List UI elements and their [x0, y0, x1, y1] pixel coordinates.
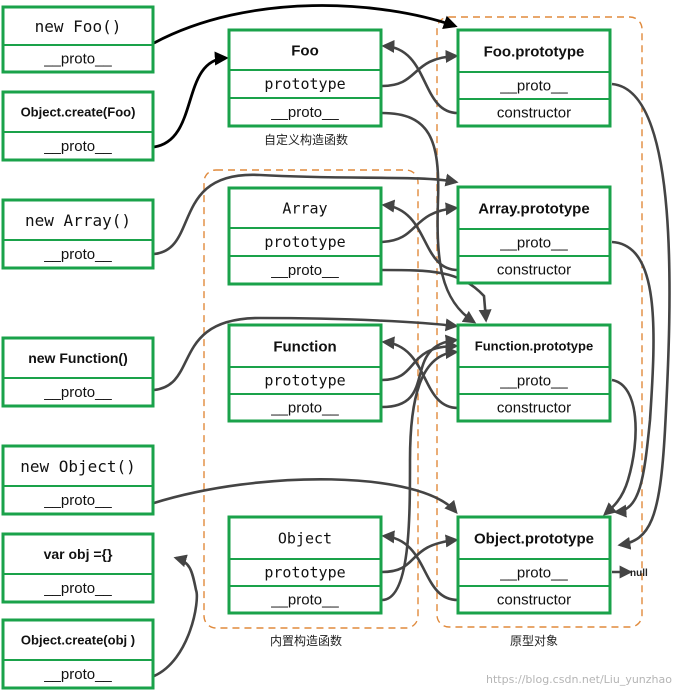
- node-row-proto: __proto__: [499, 373, 568, 390]
- node-title: Object.create(obj ): [21, 633, 135, 648]
- node-title: new Object(): [20, 457, 136, 476]
- node-title: Function.prototype: [475, 339, 593, 354]
- node-box: [456, 28, 612, 128]
- arrow-object-create-obj-to-var-obj: [153, 554, 199, 678]
- node-row-proto: __proto__: [43, 492, 112, 509]
- arrow-foo-prototype-constructor-to-foo: [381, 39, 459, 115]
- node-row-proto: __proto__: [270, 262, 339, 279]
- node-title: Array: [282, 199, 327, 217]
- custom-constructors-label: 自定义构造函数: [264, 132, 348, 147]
- node-row-constructor: constructor: [497, 592, 571, 609]
- node-row-proto: __proto__: [270, 400, 339, 417]
- node-new-object: new Object() __proto__: [1, 444, 155, 516]
- arrow-foo-prototype-to-foo-prototype-obj: [381, 49, 459, 88]
- arrow-foo-prototype-proto-to-object-prototype: [611, 82, 671, 550]
- node-row-proto: __proto__: [43, 580, 112, 597]
- node-object-prototype: Object.prototype __proto__ constructor: [456, 515, 612, 615]
- node-row-proto: __proto__: [43, 666, 112, 683]
- node-box: [1, 444, 155, 516]
- arrow-array-prototype-to-array-prototype-obj: [381, 202, 459, 244]
- node-box: [227, 186, 383, 286]
- arrow-new-array-to-array-prototype: [153, 173, 459, 256]
- node-row-prototype: prototype: [264, 564, 345, 582]
- node-row-proto: __proto__: [43, 51, 112, 68]
- node-new-array: new Array() __proto__: [1, 198, 155, 270]
- node-box: [227, 323, 383, 423]
- node-title: Foo: [291, 42, 319, 59]
- node-row-prototype: prototype: [264, 372, 345, 390]
- node-row-proto: __proto__: [499, 235, 568, 252]
- node-title: Array.prototype: [478, 200, 589, 217]
- node-function: Function prototype __proto__: [227, 323, 383, 423]
- arrow-new-function-to-function-prototype: [153, 316, 459, 392]
- node-box: [1, 618, 155, 690]
- arrow-function-proto-to-function-prototype: [381, 334, 459, 409]
- node-row-proto: __proto__: [43, 138, 112, 155]
- node-box: [227, 515, 383, 615]
- node-title: Foo.prototype: [484, 43, 585, 60]
- node-foo-prototype: Foo.prototype __proto__ constructor: [456, 28, 612, 128]
- arrow-new-foo-to-foo-prototype: [153, 4, 458, 45]
- node-title: new Function(): [28, 350, 128, 366]
- node-row-proto: __proto__: [43, 384, 112, 401]
- builtin-constructors-label: 内置构造函数: [270, 633, 342, 648]
- node-box: [1, 5, 155, 74]
- arrow-function-prototype-to-function-prototype-obj: [381, 339, 459, 382]
- node-title: Object.create(Foo): [21, 105, 136, 120]
- node-row-proto: __proto__: [499, 565, 568, 582]
- arrow-array-prototype-proto-to-object-prototype: [611, 240, 655, 518]
- node-box: [227, 28, 383, 128]
- node-row-constructor: constructor: [497, 400, 571, 417]
- node-row-proto: __proto__: [270, 592, 339, 609]
- watermark: https://blog.csdn.net/Liu_yunzhao: [486, 673, 672, 686]
- node-row-proto: __proto__: [43, 246, 112, 263]
- node-array: Array prototype __proto__: [227, 186, 383, 286]
- node-row-proto: __proto__: [270, 104, 339, 121]
- node-object-create-foo: Object.create(Foo) __proto__: [1, 90, 155, 162]
- prototype-objects-label: 原型对象: [510, 634, 558, 648]
- node-title: Object: [278, 529, 332, 547]
- arrow-object-prototype-to-object-prototype-obj: [381, 534, 459, 574]
- node-object: Object prototype __proto__: [227, 515, 383, 615]
- null-label: null: [630, 568, 648, 579]
- node-row-prototype: prototype: [264, 233, 345, 251]
- builtin-constructors-group: [203, 169, 419, 629]
- node-function-prototype: Function.prototype __proto__ constructor: [456, 323, 612, 423]
- arrow-object-prototype-constructor-to-object: [381, 530, 459, 602]
- node-title: new Array(): [25, 211, 131, 230]
- arrow-object-create-foo-to-foo: [153, 51, 229, 149]
- node-new-function: new Function() __proto__: [1, 336, 155, 408]
- node-new-foo: new Foo() __proto__: [1, 5, 155, 74]
- node-box: [1, 198, 155, 270]
- node-box: [1, 532, 155, 604]
- node-layer: new Foo() __proto__ Object.create(Foo) __pr…: [1, 5, 612, 690]
- node-title: var obj ={}: [44, 546, 113, 562]
- node-box: [1, 336, 155, 408]
- node-title: Object.prototype: [474, 530, 594, 547]
- node-object-create-obj: Object.create(obj ) __proto__: [1, 618, 155, 690]
- node-box: [456, 323, 612, 423]
- arrow-object-proto-to-function-prototype: [381, 346, 459, 602]
- arrow-array-prototype-constructor-to-array: [381, 199, 459, 272]
- node-foo: Foo prototype __proto__: [227, 28, 383, 128]
- node-box: [1, 90, 155, 162]
- node-box: [456, 185, 612, 285]
- arrow-new-object-to-object-prototype: [153, 477, 458, 514]
- node-row-constructor: constructor: [497, 262, 571, 279]
- arrow-foo-proto-to-function-prototype: [381, 111, 477, 324]
- node-title: new Foo(): [35, 17, 122, 36]
- prototype-objects-group: [436, 16, 643, 628]
- node-row-prototype: prototype: [264, 75, 345, 93]
- node-row-constructor: constructor: [497, 105, 571, 122]
- arrow-array-proto-to-function-prototype: [381, 268, 492, 323]
- arrow-function-prototype-proto-to-object-prototype: [603, 378, 637, 516]
- node-box: [456, 515, 612, 615]
- node-title: Function: [273, 338, 336, 355]
- node-row-proto: __proto__: [499, 78, 568, 95]
- node-var-obj: var obj ={} __proto__: [1, 532, 155, 604]
- node-array-prototype: Array.prototype __proto__ constructor: [456, 185, 612, 285]
